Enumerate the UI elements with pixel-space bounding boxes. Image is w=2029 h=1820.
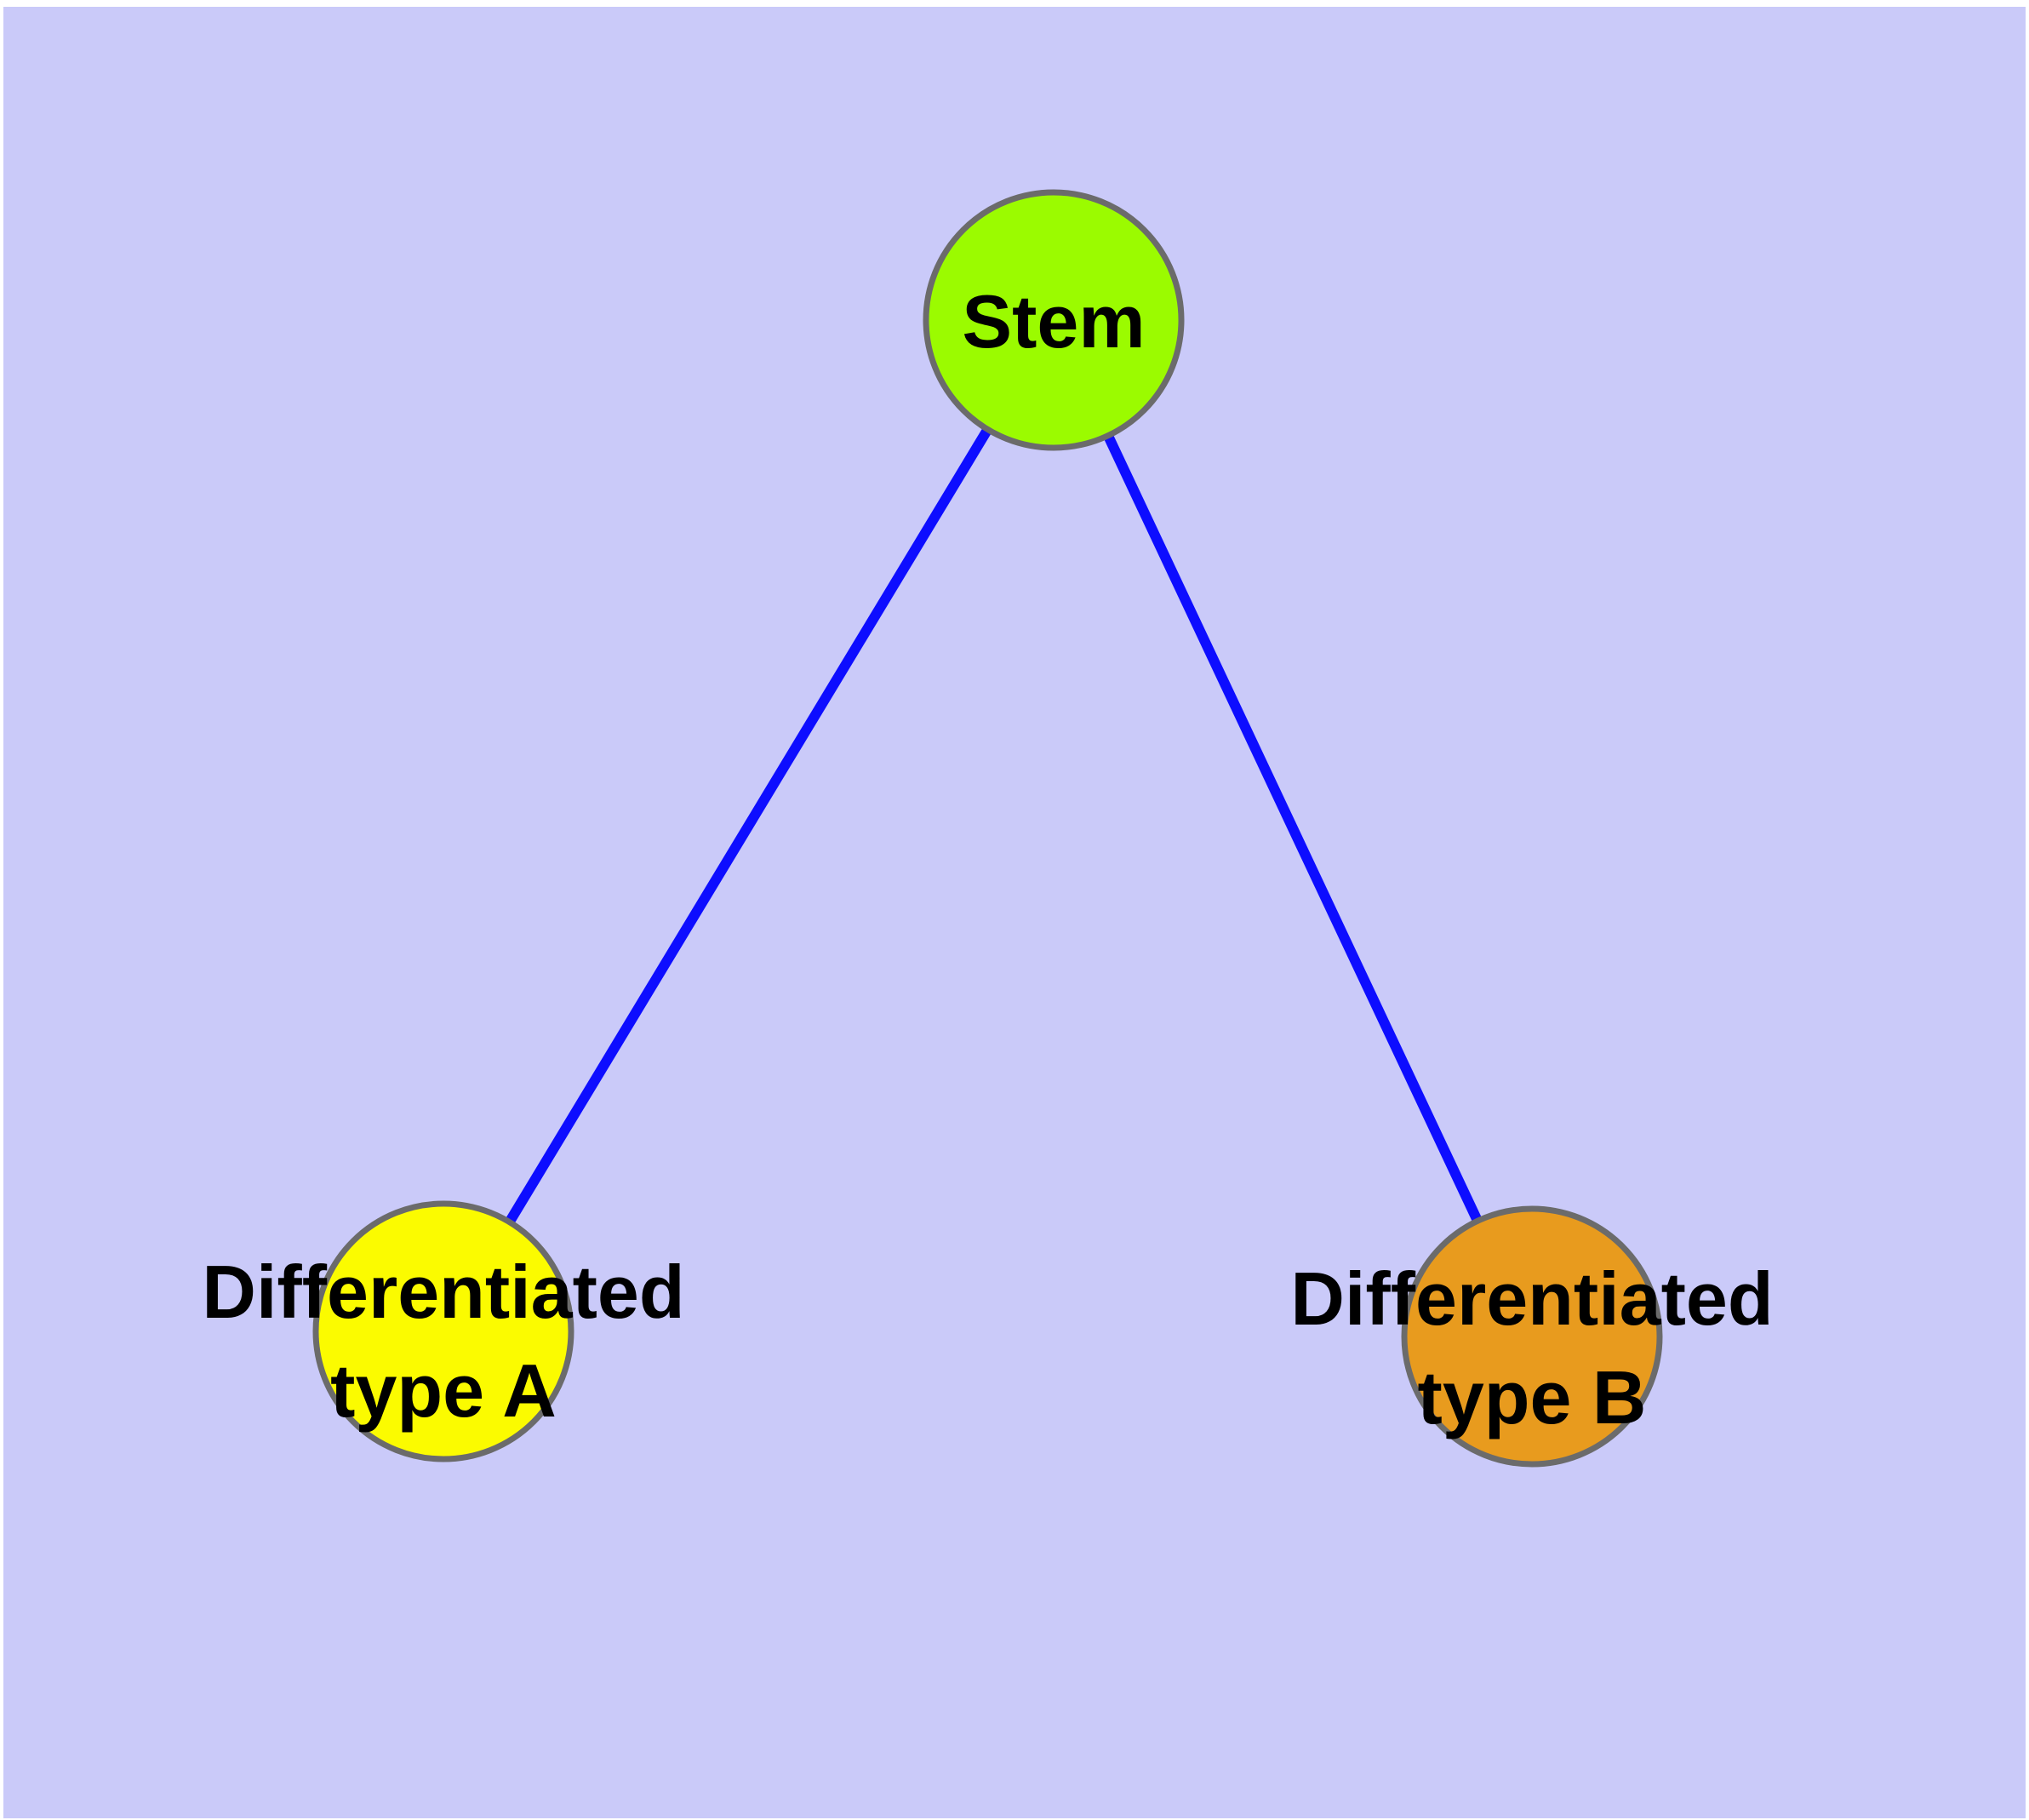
node-stem [923, 189, 1185, 451]
node-differentiated-type-b [1401, 1205, 1663, 1468]
edge-stem-to-type-a [438, 317, 1059, 1335]
node-label-type-a-line2: type A [330, 1348, 557, 1433]
node-differentiated-type-a [312, 1200, 574, 1462]
node-label-type-b-line2: type B [1418, 1355, 1647, 1439]
node-label-type-a-line1: Differentiated [202, 1250, 684, 1334]
edge-stem-to-type-b [1049, 318, 1537, 1339]
node-label-stem: Stem [962, 279, 1145, 363]
node-label-type-b-line1: Differentiated [1290, 1256, 1773, 1341]
